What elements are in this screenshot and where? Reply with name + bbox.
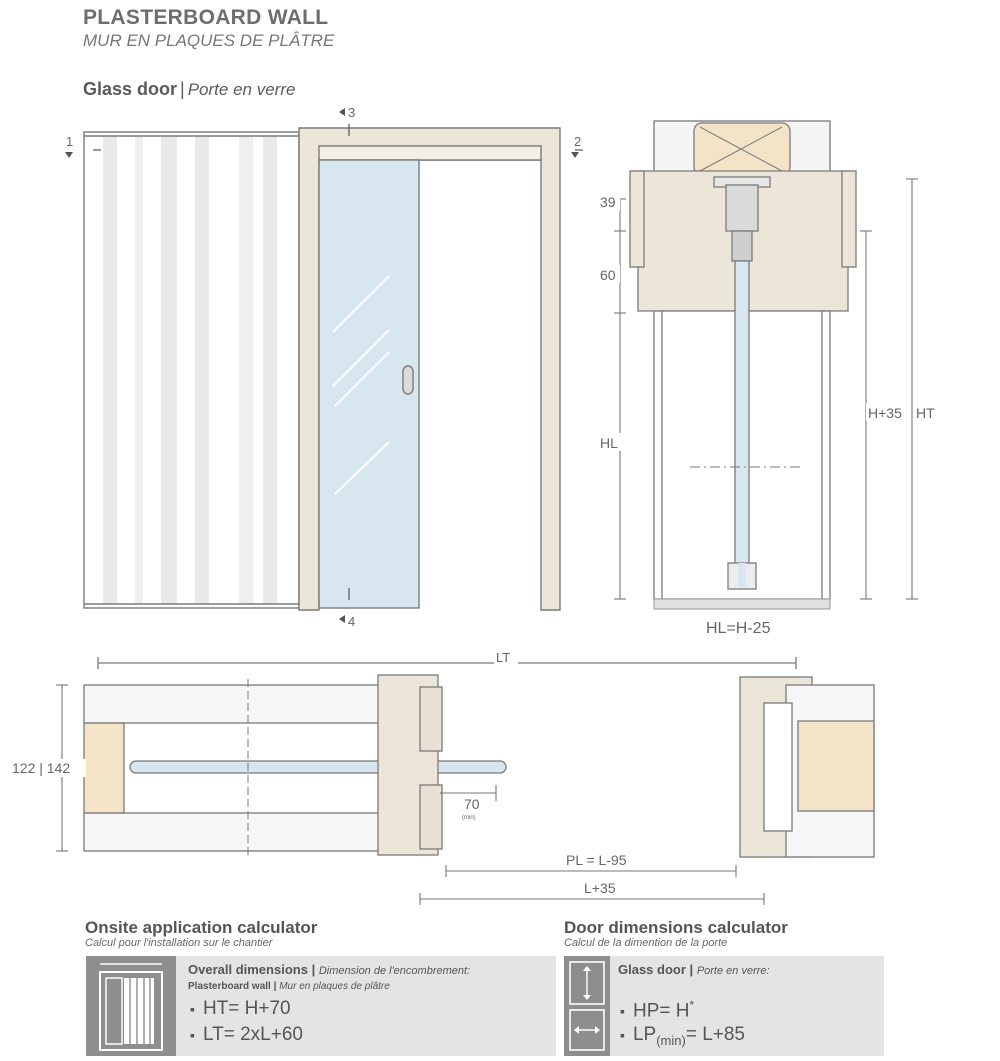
overall-dimensions-label: Overall dimensions	[188, 962, 308, 977]
formula-ht: ▪ HT= H+70	[190, 998, 291, 1020]
section-separator: |	[180, 79, 185, 99]
formula-hp: ▪ HP= H*	[620, 998, 694, 1022]
bullet-icon: ▪	[190, 1001, 195, 1017]
section-title-en: Glass door	[83, 79, 178, 99]
right-insulation	[797, 720, 875, 812]
pocket-stud	[103, 136, 117, 604]
formula-lp-subscript: (min)	[656, 1032, 686, 1048]
pocket-stud	[135, 136, 143, 604]
bullet-icon: ▪	[620, 1003, 625, 1020]
pocket-stud	[161, 136, 177, 604]
dim-70: 70	[464, 796, 480, 812]
bullet-icon: ▪	[620, 1027, 625, 1043]
dim-lt: LT	[496, 650, 510, 665]
section-marker-2: 2	[574, 134, 581, 149]
pocket-wall-bottom	[83, 812, 417, 852]
dim-39: 39	[600, 194, 616, 210]
pocket-wall-top	[83, 684, 417, 724]
door-dimensions-icon	[564, 956, 610, 1056]
formula-ht-text: HT= H+70	[202, 998, 291, 1019]
formula-lp-value: = L+85	[685, 1024, 745, 1045]
section-marker-4: 4	[348, 614, 355, 629]
overall-dimensions-label-fr: Dimension de l'encombrement:	[318, 965, 471, 977]
pocket-stud	[263, 136, 277, 604]
formula-lp-prefix: LP	[632, 1024, 657, 1045]
glass-door-heading: Glass door | Porte en verre:	[618, 962, 770, 977]
glass-plan	[129, 760, 507, 774]
formula-hp-asterisk: *	[689, 998, 695, 1012]
page-subtitle: MUR EN PLAQUES DE PLÂTRE	[83, 31, 335, 50]
heading-separator: |	[311, 962, 316, 977]
heading-separator: |	[689, 962, 694, 977]
pocket-stud	[239, 136, 253, 604]
onsite-calculator-panel: Overall dimensions | Dimension de l'enco…	[86, 956, 556, 1056]
dim-pl: PL = L-95	[566, 852, 627, 868]
formula-lt: ▪ LT= 2xL+60	[190, 1024, 303, 1046]
glass-reflection	[332, 275, 390, 495]
glass-door-label: Glass door	[618, 962, 686, 977]
door-handle	[402, 365, 414, 395]
onsite-calculator-title: Onsite application calculator	[85, 918, 318, 937]
door-calculator-subtitle: Calcul de la dimention de la porte	[564, 937, 728, 949]
door-calculator-title: Door dimensions calculator	[564, 918, 788, 937]
overall-dimensions-icon	[86, 956, 176, 1056]
onsite-calculator-subtitle: Calcul pour l'installation sur le chanti…	[85, 937, 273, 949]
section-marker-1: 1	[66, 134, 73, 149]
formula-lt-text: LT= 2xL+60	[202, 1024, 303, 1045]
dim-l-plus-35: L+35	[584, 880, 616, 896]
floor	[653, 598, 831, 610]
glass-door-label-fr: Porte en verre:	[696, 965, 770, 977]
line-separator: |	[273, 981, 277, 992]
pocket-insulation	[83, 722, 125, 814]
plasterboard-wall-label-fr: Mur en plaques de plâtre	[279, 981, 390, 992]
page-title: PLASTERBOARD WALL	[83, 6, 329, 29]
trolley	[725, 184, 759, 232]
hl-formula: HL=H-25	[706, 620, 771, 637]
pocket-stud	[195, 136, 209, 604]
overall-dimensions-heading: Overall dimensions | Dimension de l'enco…	[188, 962, 470, 977]
door-calculator-panel: Glass door | Porte en verre: ▪ HP= H* ▪ LP…	[564, 956, 884, 1056]
formula-hp-text: HP= H	[632, 1000, 690, 1022]
vertical-section-drawing: 39 60 HL H+35 HT HL=H-25	[596, 120, 936, 637]
elevation-drawing: 1 2 3 4	[65, 105, 583, 629]
dim-70-note: (min)	[462, 815, 476, 821]
bullet-icon: ▪	[190, 1027, 195, 1043]
plasterboard-wall-line: Plasterboard wall | Mur en plaques de pl…	[188, 981, 390, 992]
dim-wall-depth: 122 | 142	[12, 760, 70, 776]
section-marker-3: 3	[348, 105, 355, 120]
dim-hl: HL	[600, 435, 618, 451]
dim-60: 60	[600, 267, 616, 283]
dim-ht: HT	[916, 405, 935, 421]
section-title: Glass door|Porte en verre	[83, 79, 295, 100]
glass-section	[734, 260, 750, 588]
plasterboard-wall-label: Plasterboard wall	[188, 981, 271, 992]
plan-view-drawing: LT 122 | 142 70 (min) PL = L-95 L+35	[10, 649, 875, 905]
section-title-fr: Porte en verre	[187, 80, 296, 99]
dim-h-plus-35: H+35	[868, 405, 902, 421]
frame-header	[318, 145, 542, 161]
formula-lp: ▪ LP(min)= L+85	[620, 1024, 745, 1048]
